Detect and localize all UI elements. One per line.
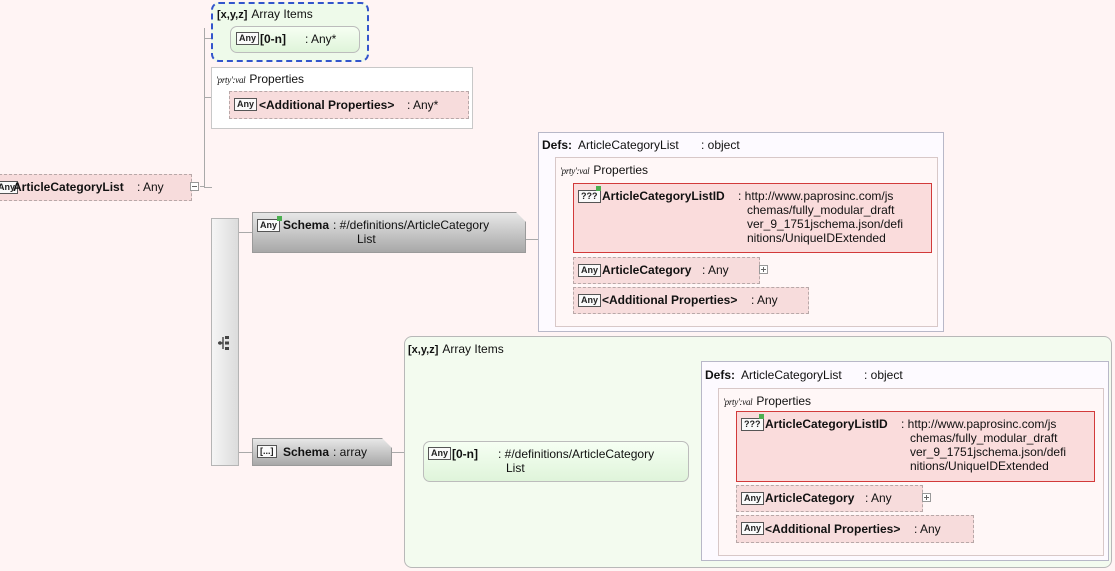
- flag-icon: [277, 216, 282, 221]
- article-category-node[interactable]: Any ArticleCategory : Any: [736, 485, 923, 512]
- any-icon: Any: [578, 294, 602, 307]
- id-property-name: ArticleCategoryListID: [765, 417, 888, 431]
- array-ref-line2: List: [506, 461, 525, 475]
- additional-properties-type: : Any: [751, 293, 778, 307]
- properties-icon: 'prty':val: [560, 166, 590, 176]
- any-icon: Any: [0, 181, 19, 194]
- top-additional-properties-node[interactable]: Any <Additional Properties> : Any*: [229, 91, 469, 119]
- article-category-type: : Any: [865, 491, 892, 505]
- additional-properties-type: : Any*: [407, 98, 439, 112]
- additional-properties-name: <Additional Properties>: [602, 293, 738, 307]
- defs-type: : object: [701, 138, 740, 152]
- article-category-name: ArticleCategory: [765, 491, 855, 505]
- id-type-line4: nitions/UniqueIDExtended: [747, 231, 886, 245]
- schema-type: : array: [333, 445, 368, 459]
- properties-icon: 'prty':val: [723, 397, 753, 407]
- defs-panel-2: Defs:ArticleCategoryList : object 'prty'…: [701, 361, 1109, 561]
- properties-icon: 'prty':val: [216, 75, 246, 85]
- any-icon: Any: [578, 264, 602, 277]
- schema-ref-line2: List: [357, 232, 376, 246]
- top-array-item-node[interactable]: Any [0-n] : Any*: [230, 26, 360, 53]
- any-icon: Any: [741, 522, 765, 535]
- defs-header: Defs:ArticleCategoryList: [542, 138, 679, 152]
- id-property-name: ArticleCategoryListID: [602, 189, 725, 203]
- top-array-items-panel: [x,y,z]Array Items Any [0-n] : Any*: [211, 2, 369, 62]
- choice-compositor[interactable]: [211, 218, 239, 466]
- additional-properties-type: : Any: [914, 522, 941, 536]
- id-type-line2: chemas/fully_modular_draft: [910, 431, 1058, 445]
- array-range: [0-n]: [452, 447, 478, 461]
- array-ref-line1: : #/definitions/ArticleCategory: [498, 447, 655, 461]
- id-type-line2: chemas/fully_modular_draft: [747, 203, 895, 217]
- array-icon: [x,y,z]: [217, 9, 248, 21]
- bottom-array-items-panel: [x,y,z]Array Items Any [0-n] : #/definit…: [404, 336, 1112, 568]
- id-type-line1: : http://www.paprosinc.com/js: [738, 189, 894, 203]
- additional-properties-node[interactable]: Any <Additional Properties> : Any: [573, 287, 809, 314]
- root-type: : Any: [137, 180, 164, 194]
- bottom-array-item-node[interactable]: Any [0-n] : #/definitions/ArticleCategor…: [423, 441, 689, 482]
- any-icon: Any: [257, 219, 280, 232]
- schema-ref-node[interactable]: Any Schema : #/definitions/ArticleCatego…: [252, 212, 526, 253]
- id-type-line1: : http://www.paprosinc.com/js: [901, 417, 1057, 431]
- schema-array-node[interactable]: [...] Schema : array: [252, 438, 392, 466]
- additional-properties-name: <Additional Properties>: [259, 98, 395, 112]
- expand-icon[interactable]: [922, 493, 931, 502]
- id-property-node[interactable]: ??? ArticleCategoryListID : http://www.p…: [736, 411, 1095, 482]
- array-range: [0-n]: [260, 32, 286, 46]
- any-icon: Any: [234, 98, 258, 111]
- additional-properties-name: <Additional Properties>: [765, 522, 901, 536]
- any-icon: Any: [236, 32, 260, 45]
- unknown-type-icon: ???: [741, 418, 764, 431]
- article-category-type: : Any: [702, 263, 729, 277]
- collapse-icon[interactable]: [190, 182, 199, 191]
- id-type-line4: nitions/UniqueIDExtended: [910, 459, 1049, 473]
- additional-properties-node[interactable]: Any <Additional Properties> : Any: [736, 515, 974, 543]
- array-item-type: : Any*: [305, 32, 337, 46]
- any-icon: Any: [428, 447, 452, 460]
- choice-icon: [218, 336, 229, 350]
- article-category-node[interactable]: Any ArticleCategory : Any: [573, 257, 760, 284]
- array-icon: [...]: [257, 445, 277, 458]
- schema-ref-line1: : #/definitions/ArticleCategory: [333, 218, 490, 232]
- id-type-line3: ver_9_1751jschema.json/defi: [747, 217, 904, 231]
- array-icon: [x,y,z]: [408, 344, 439, 356]
- flag-icon: [596, 186, 601, 191]
- expand-icon[interactable]: [759, 265, 768, 274]
- schema-label: Schema: [283, 445, 330, 459]
- defs-panel-1: Defs:ArticleCategoryList : object 'prty'…: [538, 132, 944, 332]
- defs-header: Defs:ArticleCategoryList: [705, 368, 842, 382]
- flag-icon: [759, 414, 764, 419]
- id-type-line3: ver_9_1751jschema.json/defi: [910, 445, 1067, 459]
- array-header: [x,y,z]Array Items: [408, 342, 504, 356]
- schema-label: Schema: [283, 218, 330, 232]
- any-icon: Any: [741, 492, 765, 505]
- array-header: [x,y,z]Array Items: [217, 7, 313, 21]
- unknown-type-icon: ???: [578, 190, 601, 203]
- root-name: ArticleCategoryList: [13, 180, 124, 194]
- article-category-name: ArticleCategory: [602, 263, 692, 277]
- root-node[interactable]: Any ArticleCategoryList : Any: [0, 174, 192, 201]
- defs-type: : object: [864, 368, 903, 382]
- id-property-node[interactable]: ??? ArticleCategoryListID : http://www.p…: [573, 183, 932, 253]
